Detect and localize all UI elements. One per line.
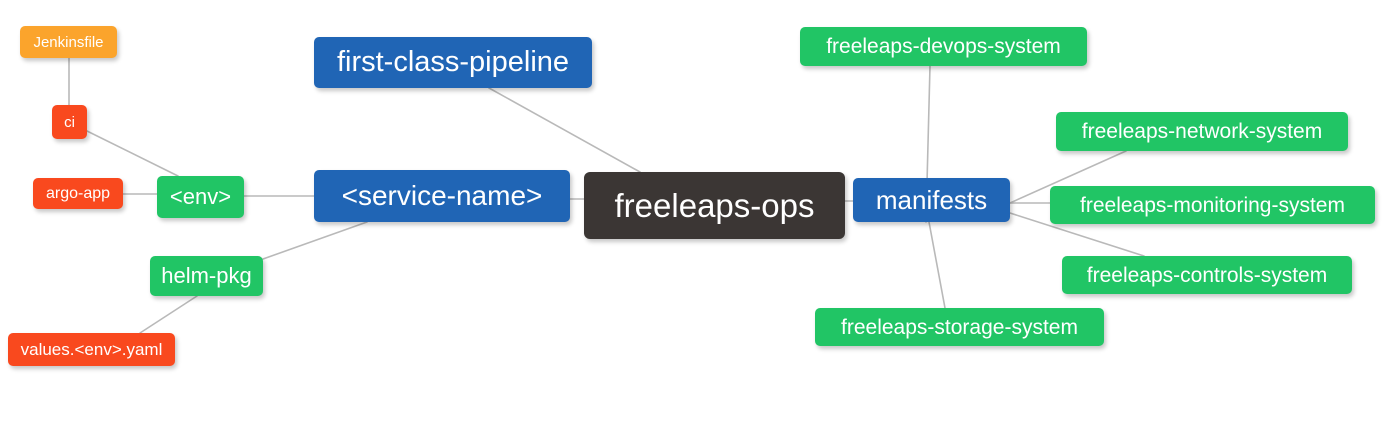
- node-freeleaps-devops-system[interactable]: freeleaps-devops-system: [800, 27, 1087, 66]
- node-label: <service-name>: [341, 180, 543, 211]
- edge-first-class-pipeline-to-freeleaps-ops: [488, 87, 641, 173]
- node-values-env-yaml[interactable]: values.<env>.yaml: [8, 333, 175, 366]
- node-label: manifests: [875, 185, 988, 215]
- node-jenkinsfile[interactable]: Jenkinsfile: [20, 26, 117, 58]
- node-label: values.<env>.yaml: [20, 340, 163, 359]
- node-freeleaps-monitoring-system[interactable]: freeleaps-monitoring-system: [1050, 186, 1375, 224]
- edge-service-name-to-helm-pkg: [262, 221, 368, 260]
- node-freeleaps-controls-system[interactable]: freeleaps-controls-system: [1062, 256, 1352, 294]
- node-helm-pkg[interactable]: helm-pkg: [150, 256, 263, 296]
- node-label: <env>: [169, 184, 232, 209]
- node-first-class-pipeline[interactable]: first-class-pipeline: [314, 37, 592, 88]
- node-freeleaps-ops[interactable]: freeleaps-ops: [584, 172, 845, 239]
- node-label: helm-pkg: [161, 263, 252, 288]
- node-argo-app[interactable]: argo-app: [33, 178, 123, 209]
- node-label: argo-app: [45, 184, 111, 202]
- node-label: freeleaps-monitoring-system: [1080, 193, 1345, 217]
- node-label: first-class-pipeline: [336, 46, 570, 78]
- node-freeleaps-storage-system[interactable]: freeleaps-storage-system: [815, 308, 1104, 346]
- node-label: freeleaps-devops-system: [826, 35, 1061, 58]
- node-label: freeleaps-ops: [614, 187, 815, 224]
- node-label: freeleaps-storage-system: [841, 315, 1078, 339]
- node-service-name[interactable]: <service-name>: [314, 170, 570, 222]
- edge-helm-pkg-to-values-env-yaml: [139, 295, 198, 334]
- node-env[interactable]: <env>: [157, 176, 244, 218]
- node-manifests[interactable]: manifests: [853, 178, 1010, 222]
- node-label: Jenkinsfile: [33, 33, 104, 51]
- node-label: freeleaps-network-system: [1081, 120, 1323, 143]
- edge-manifests-to-freeleaps-storage-system: [928, 221, 946, 309]
- node-label: ci: [64, 113, 75, 131]
- node-label: freeleaps-controls-system: [1086, 263, 1328, 287]
- node-ci[interactable]: ci: [52, 105, 87, 139]
- node-freeleaps-network-system[interactable]: freeleaps-network-system: [1056, 112, 1348, 151]
- edge-ci-to-env: [86, 130, 179, 177]
